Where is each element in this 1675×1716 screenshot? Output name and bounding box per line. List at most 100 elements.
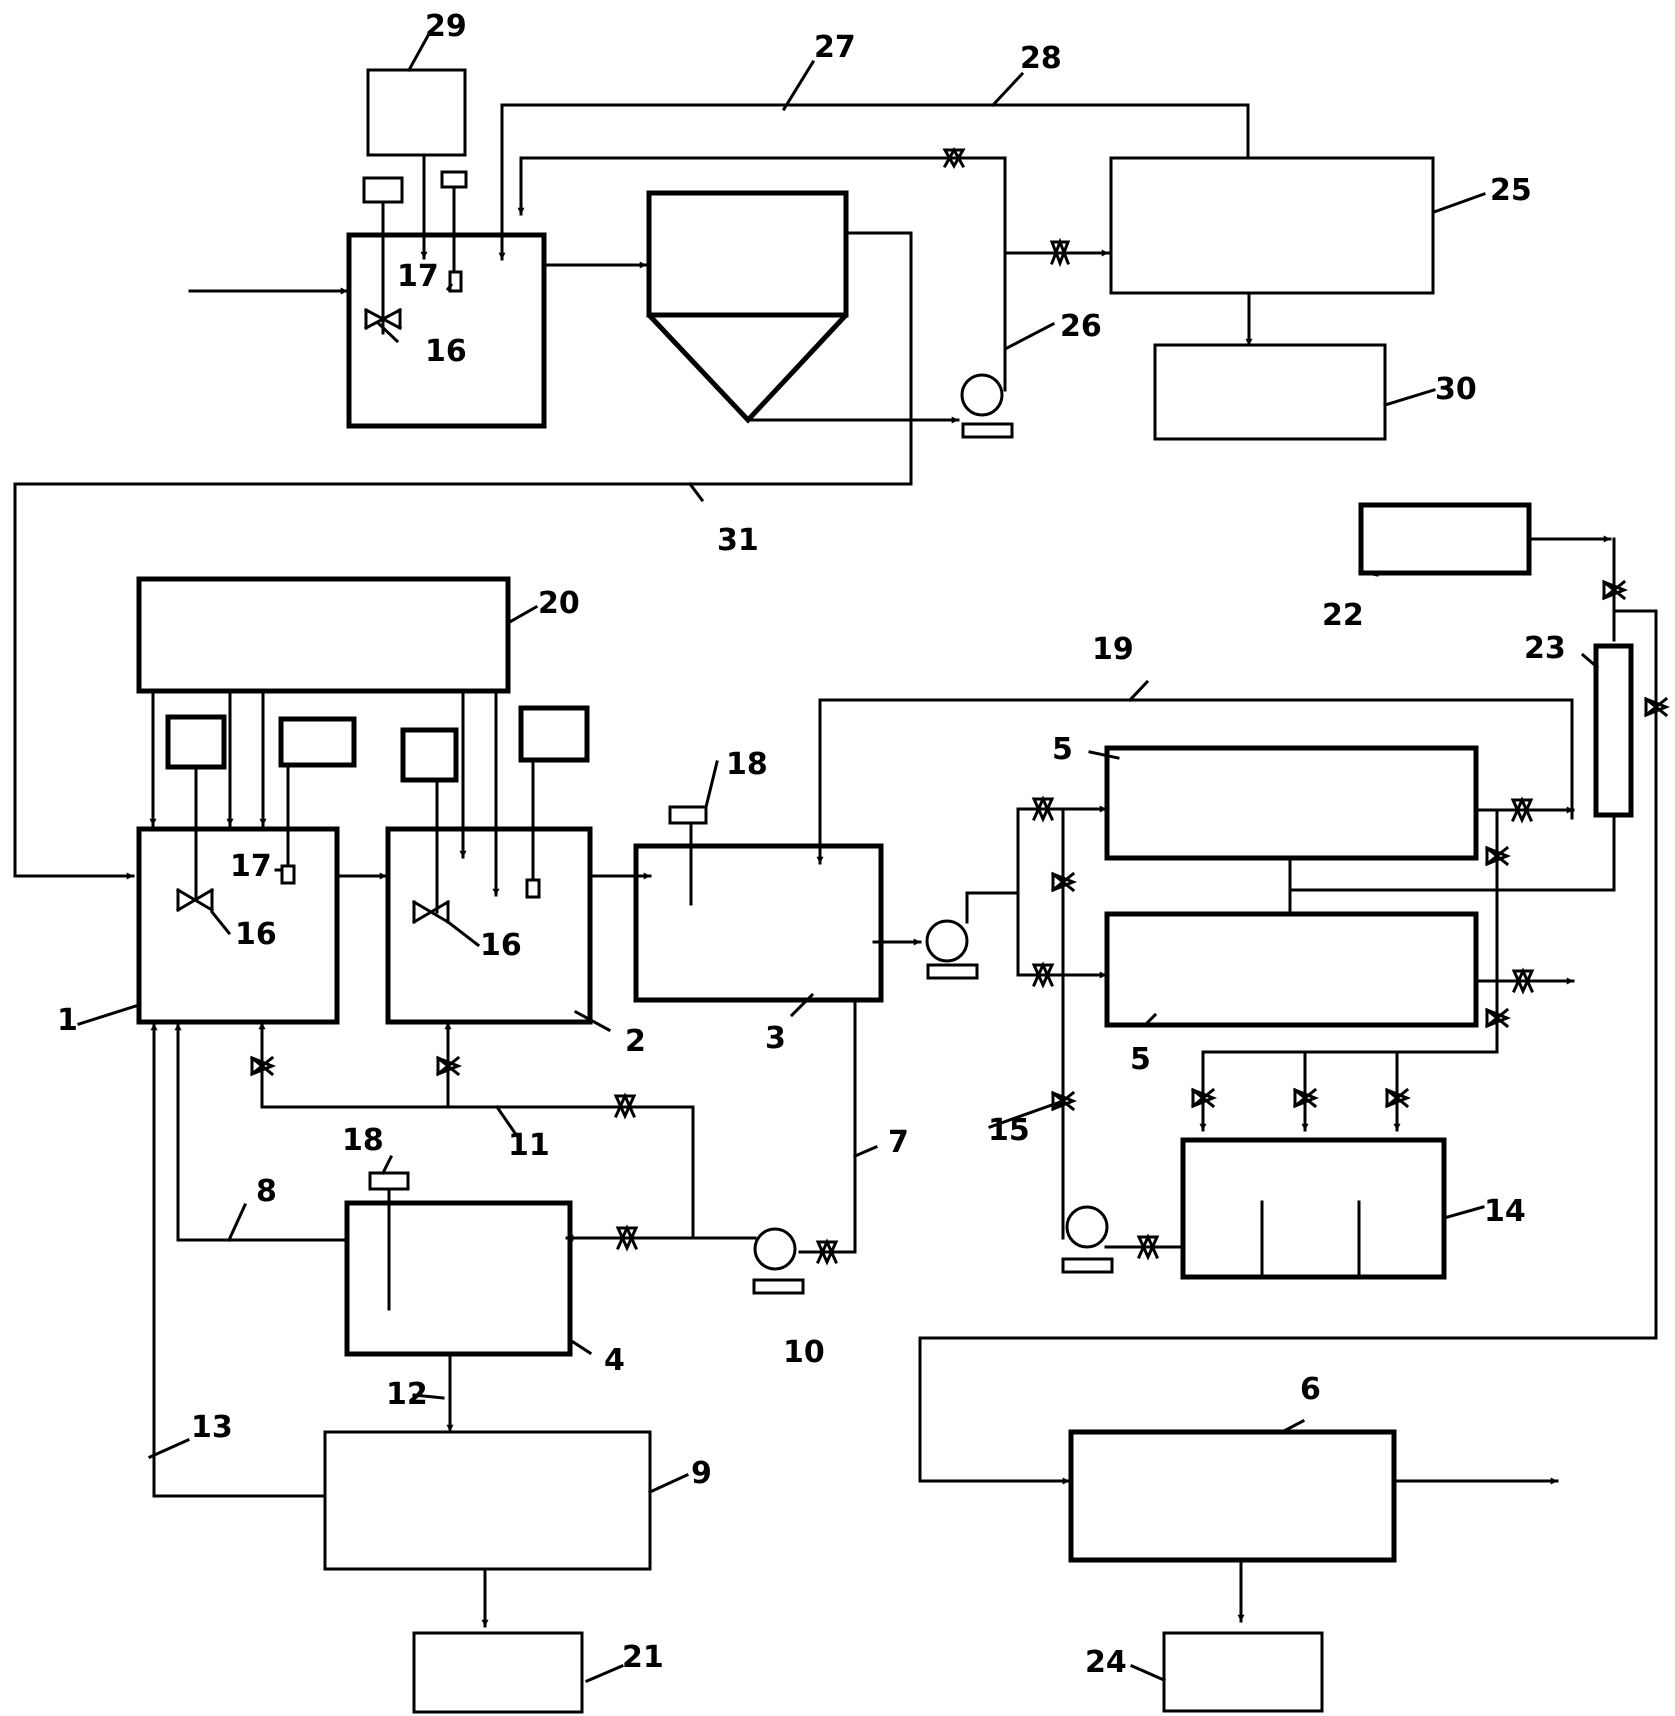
membrane-5a: [1104, 745, 1479, 861]
label-8: 8: [256, 1174, 277, 1209]
label-1: 1: [57, 1003, 78, 1038]
label-6: 6: [1300, 1372, 1321, 1407]
label-15: 15: [988, 1113, 1030, 1148]
label-10: 10: [783, 1335, 825, 1370]
label-31: 31: [717, 523, 759, 558]
top-section: [13, 68, 1435, 880]
valve-bypass-1: [1484, 845, 1512, 867]
valve-m1-out: [1510, 796, 1534, 824]
label-20: 20: [538, 586, 580, 621]
tank3-probe-18: [668, 805, 708, 825]
tank1-impeller-icon: [175, 887, 215, 913]
tank-2: [385, 826, 593, 1025]
top-sensor-head: [440, 170, 468, 189]
label-11: 11: [508, 1128, 550, 1163]
label-5a: 5: [1052, 732, 1073, 767]
label-29: 29: [425, 9, 467, 44]
top-mixer-motor: [362, 176, 404, 204]
line-28: [498, 103, 1250, 261]
box-22: [1358, 502, 1532, 576]
tank-1: [136, 826, 340, 1025]
tank4-probe-18: [368, 1171, 410, 1191]
tank-4: [344, 1200, 573, 1357]
label-7: 7: [888, 1125, 909, 1160]
label-28: 28: [1020, 41, 1062, 76]
valve-27: [942, 146, 966, 170]
column-23: [1593, 643, 1634, 818]
label-17-top: 17: [397, 259, 439, 294]
box-24: [1162, 1631, 1324, 1713]
valve-14c: [1384, 1087, 1412, 1109]
tank-14: [1180, 1137, 1447, 1280]
pump-membrane: [925, 919, 969, 963]
box-6: [1068, 1429, 1397, 1563]
line-8: [174, 1022, 349, 1242]
middle-right-section: [816, 502, 1671, 1713]
label-19: 19: [1092, 632, 1134, 667]
valve-m2-in: [1031, 961, 1055, 989]
top-sensor-17: [448, 270, 463, 293]
membrane-5b: [1104, 911, 1479, 1028]
tank2-sensor: [525, 878, 541, 899]
valve-bypass-2: [1484, 1007, 1512, 1029]
tank1-mixer-motor: [165, 714, 227, 770]
box-30: [1153, 343, 1387, 441]
box-29: [366, 68, 467, 157]
box-25: [1109, 156, 1435, 295]
middle-left-section: [136, 576, 979, 1714]
box-21: [412, 1631, 584, 1714]
pump-cleaning: [1065, 1205, 1109, 1249]
line-19: [816, 698, 1574, 865]
tank1-sensor-head: [278, 716, 357, 768]
valve-11b: [435, 1055, 463, 1077]
tank2-impeller-icon: [411, 899, 451, 925]
tank1-sensor-17: [280, 864, 296, 885]
label-17-tank1: 17: [230, 849, 272, 884]
valve-m1-in: [1031, 795, 1055, 823]
valve-14a: [1190, 1087, 1218, 1109]
valve-11a: [249, 1055, 277, 1077]
tank-3: [633, 843, 884, 1003]
top-pump: [960, 373, 1004, 417]
valve-14-out: [1136, 1233, 1160, 1261]
valve-14b: [1292, 1087, 1320, 1109]
line-11: [258, 1021, 757, 1240]
tank2-sensor-head: [518, 705, 590, 763]
label-9: 9: [691, 1456, 712, 1491]
leader-lines: [77, 29, 1600, 1683]
label-18b: 18: [342, 1123, 384, 1158]
top-reactor-tank: [346, 232, 547, 429]
label-16-tank1: 16: [235, 917, 277, 952]
label-23: 23: [1524, 631, 1566, 666]
label-18a: 18: [726, 747, 768, 782]
line-31: [13, 231, 913, 880]
pump-10: [753, 1227, 797, 1271]
label-4: 4: [604, 1343, 625, 1378]
valve-26: [1049, 237, 1071, 268]
valve-11c: [613, 1092, 637, 1120]
line-13: [150, 1022, 327, 1498]
label-13: 13: [191, 1410, 233, 1445]
top-mixer-impeller-icon: [363, 307, 403, 331]
label-5b: 5: [1130, 1042, 1151, 1077]
label-22: 22: [1322, 598, 1364, 633]
labels: 29 27 28 25 17 16 26 30 31 20 22 23 19 5…: [57, 9, 1566, 1680]
box-9: [323, 1430, 652, 1571]
label-27: 27: [814, 30, 856, 65]
label-16-tank2: 16: [480, 928, 522, 963]
label-26: 26: [1060, 309, 1102, 344]
valve-6-feed: [1643, 696, 1671, 718]
valve-15a: [1050, 871, 1078, 893]
label-30: 30: [1435, 372, 1477, 407]
label-14: 14: [1484, 1194, 1526, 1229]
label-16-top: 16: [425, 334, 467, 369]
label-2: 2: [625, 1024, 646, 1059]
label-12: 12: [386, 1377, 428, 1412]
label-3: 3: [765, 1021, 786, 1056]
settler-tank: [646, 190, 849, 318]
valve-23: [1601, 579, 1629, 601]
label-25: 25: [1490, 173, 1532, 208]
line-7: [798, 998, 857, 1254]
label-24: 24: [1085, 1645, 1127, 1680]
